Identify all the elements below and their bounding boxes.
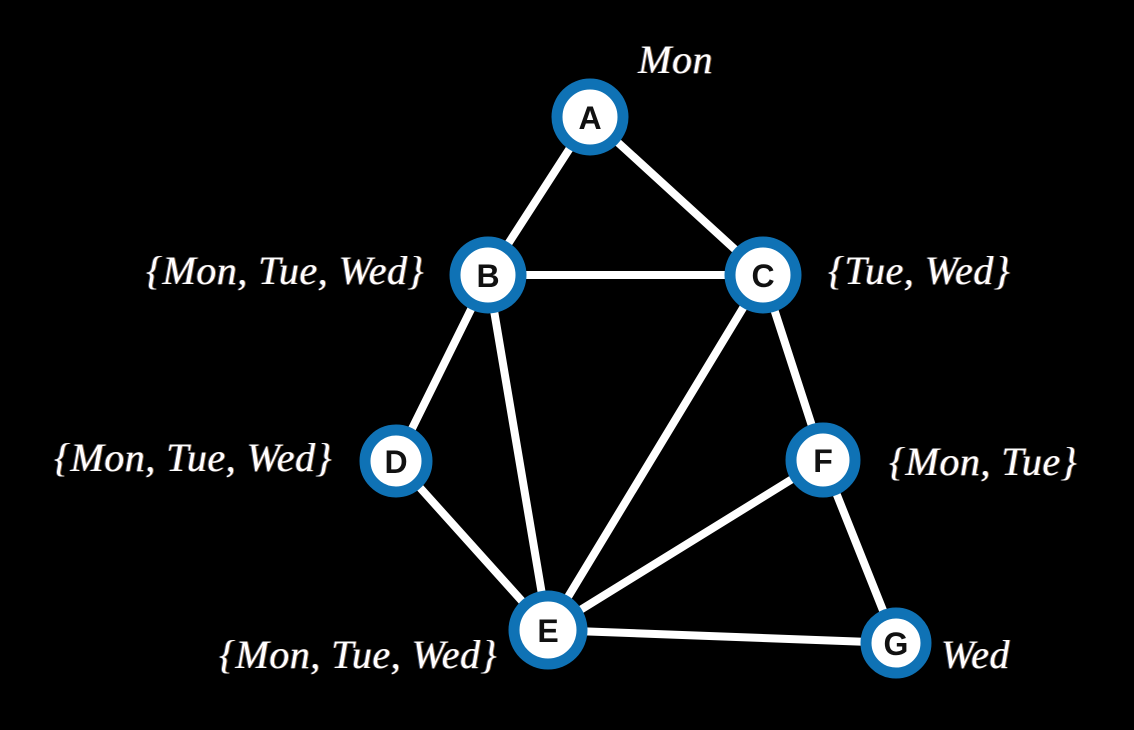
domain-label-e: {Mon, Tue, Wed} (218, 632, 497, 677)
edge-e-g (544, 626, 900, 647)
edge-a-c (586, 113, 767, 279)
node-letter-a: A (578, 100, 601, 136)
domain-label-a: Mon (638, 37, 713, 82)
edge-e-f (544, 456, 827, 634)
domain-label-g: Wed (941, 632, 1010, 677)
node-letter-d: D (384, 444, 407, 480)
node-circle-a[interactable] (551, 78, 629, 156)
domain-label-d: {Mon, Tue, Wed} (53, 435, 332, 480)
node-circle-f[interactable] (785, 422, 861, 498)
node-letter-g: G (884, 626, 909, 662)
node-g[interactable]: G (860, 607, 932, 679)
node-d[interactable]: D (359, 424, 433, 498)
node-letter-c: C (751, 258, 774, 294)
node-circle-g[interactable] (860, 607, 932, 679)
node-letter-f: F (813, 443, 833, 479)
node-circle-e[interactable] (508, 590, 588, 670)
node-circle-b[interactable] (449, 236, 527, 314)
domain-label-b: {Mon, Tue, Wed} (145, 248, 424, 293)
domain-label-c: {Tue, Wed} (828, 248, 1011, 293)
edge-c-e (544, 271, 767, 634)
node-e[interactable]: E (508, 590, 588, 670)
node-a[interactable]: A (551, 78, 629, 156)
node-c[interactable]: C (724, 236, 802, 314)
node-circle-c[interactable] (724, 236, 802, 314)
node-f[interactable]: F (785, 422, 861, 498)
domain-label-f: {Mon, Tue} (889, 439, 1078, 484)
node-letter-e: E (537, 613, 558, 649)
node-letter-b: B (476, 258, 499, 294)
edges-layer (392, 113, 900, 647)
nodes-layer: A B C D E F G (359, 78, 932, 679)
node-b[interactable]: B (449, 236, 527, 314)
edge-b-e (484, 271, 552, 634)
node-circle-d[interactable] (359, 424, 433, 498)
